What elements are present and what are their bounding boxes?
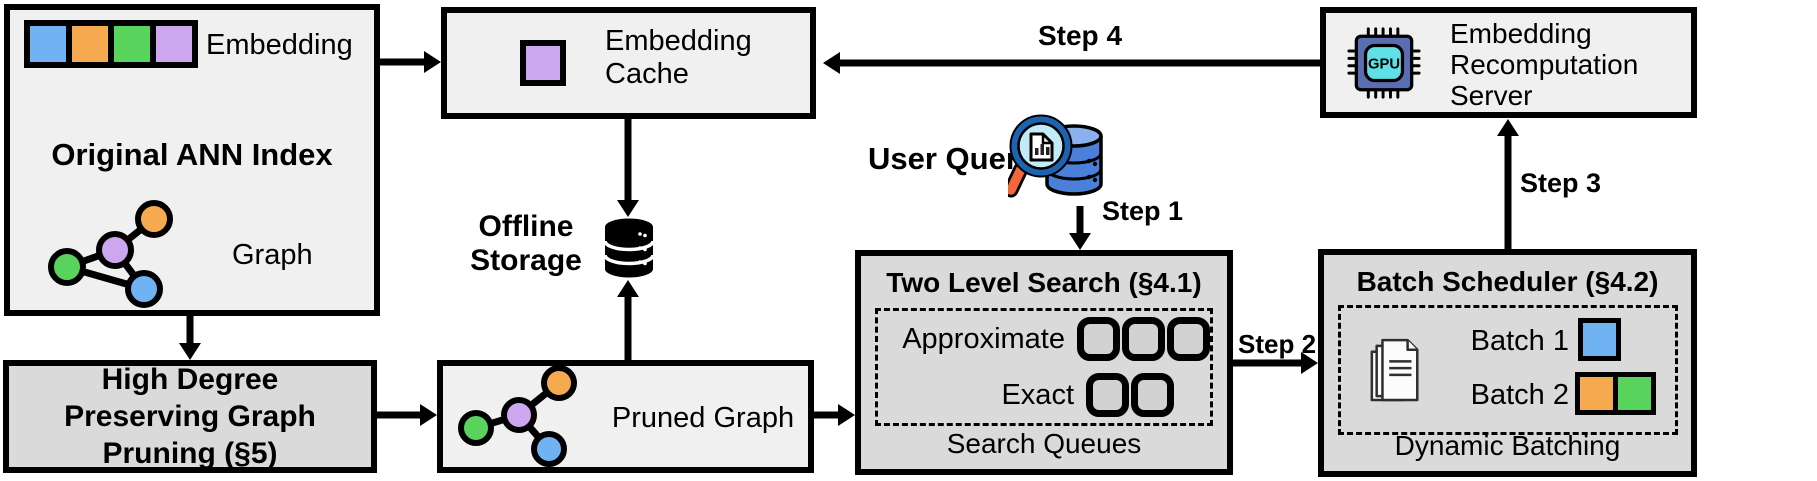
embedding-cache-label: Embedding Cache: [605, 25, 752, 90]
cached-embedding-swatch: [520, 40, 566, 86]
batch-color-swatch: [1583, 323, 1616, 356]
queue-slot: [1077, 317, 1120, 361]
arrow-pruned-to-search: [812, 404, 855, 426]
batch-color-swatch: [1580, 377, 1613, 410]
step-3-label: Step 3: [1520, 168, 1602, 198]
approximate-queue-slots: [1077, 317, 1210, 361]
exact-queue-row: Exact: [878, 367, 1210, 423]
arrow-index-to-cache: [378, 51, 441, 73]
exact-label: Exact: [1001, 378, 1074, 411]
queue-slot: [1167, 317, 1210, 361]
arrow-step3-batch-to-server: [1497, 119, 1519, 251]
search-queues-caption: Search Queues: [946, 428, 1142, 460]
gpu-chip-icon: GPU: [1347, 27, 1421, 99]
dynamic-batching-caption: Dynamic Batching: [1394, 430, 1621, 462]
graph-pruning-label: High Degree Preserving Graph Pruning (§5…: [64, 363, 316, 470]
batch-2-swatches: [1575, 372, 1656, 415]
pruned-graph-box: Pruned Graph: [437, 360, 814, 473]
original-ann-index-box: Embedding Original ANN Index Graph: [4, 4, 380, 316]
arrow-step1-query-to-search: [1069, 206, 1091, 250]
batch-scheduler-title: Batch Scheduler (§4.2): [1356, 266, 1659, 297]
two-level-search-box: Two Level Search (§4.1) Approximate Exac…: [855, 250, 1233, 475]
batch-1-swatches: [1578, 318, 1621, 361]
embedding-color-swatch: [156, 26, 192, 62]
pruned-graph-label: Pruned Graph: [611, 402, 795, 434]
arrow-pruned-to-storage: [617, 280, 639, 362]
queue-slot: [1122, 317, 1165, 361]
embedding-color-swatch: [72, 26, 108, 62]
query-search-icon: [1008, 114, 1103, 198]
embedding-vector-icon: [24, 20, 198, 68]
embedding-cache-box: Embedding Cache: [441, 7, 816, 119]
arrow-pruning-to-pruned: [375, 404, 437, 426]
two-level-search-title: Two Level Search (§4.1): [886, 267, 1202, 298]
embedding-color-swatch: [30, 26, 66, 62]
dynamic-batching-area: Batch 1 Batch 2: [1338, 305, 1678, 435]
arrow-cache-to-storage: [617, 117, 639, 217]
queue-slot: [1131, 373, 1174, 417]
pruned-graph-icon: [458, 366, 577, 467]
recomputation-server-label: Embedding Recomputation Server: [1450, 18, 1639, 111]
recomputation-server-box: GPU Embedding Recomputation Server: [1320, 7, 1697, 118]
step-2-label: Step 2: [1238, 329, 1317, 359]
database-icon: [603, 218, 655, 278]
step-4-label: Step 4: [1037, 20, 1123, 51]
documents-icon: [1370, 338, 1419, 402]
approximate-label: Approximate: [902, 322, 1065, 355]
offline-storage-label: Offline Storage: [470, 210, 582, 277]
arrow-index-to-pruning: [179, 314, 201, 360]
embedding-color-swatch: [114, 26, 150, 62]
graph-pruning-box: High Degree Preserving Graph Pruning (§5…: [3, 360, 377, 473]
graph-icon: [48, 200, 173, 308]
graph-label: Graph: [232, 239, 313, 271]
search-queues-area: Approximate Exact: [875, 308, 1213, 426]
step-1-label: Step 1: [1102, 196, 1184, 226]
exact-queue-slots: [1086, 373, 1174, 417]
batch-color-swatch: [1618, 377, 1651, 410]
queue-slot: [1086, 373, 1129, 417]
batch-1-label: Batch 1: [1470, 325, 1569, 357]
user-query-label: User Query: [868, 141, 1036, 176]
gpu-chip-label: GPU: [1368, 57, 1400, 73]
embedding-label: Embedding: [206, 29, 353, 61]
batch-scheduler-box: Batch Scheduler (§4.2) Batch 1 Batch 2: [1318, 249, 1697, 477]
approximate-queue-row: Approximate: [878, 311, 1210, 367]
original-ann-index-title: Original ANN Index: [51, 137, 333, 172]
arrow-step4-server-to-cache: [823, 52, 1322, 74]
batch-2-label: Batch 2: [1470, 379, 1569, 411]
